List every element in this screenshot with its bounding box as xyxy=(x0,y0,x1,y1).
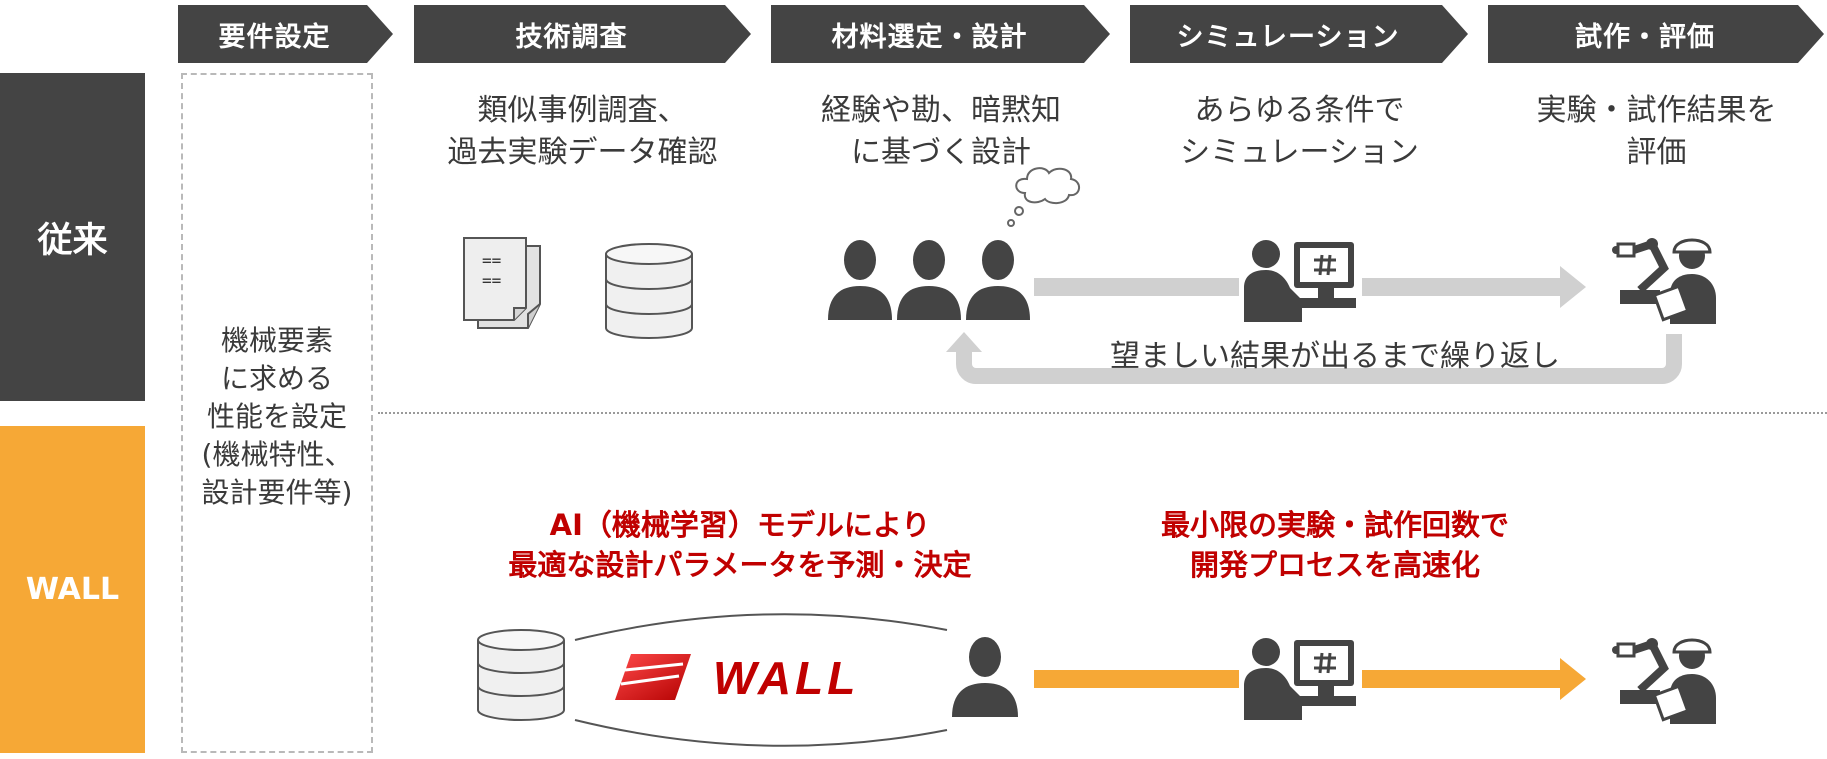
wall-logo: WALL xyxy=(615,652,859,704)
loop-label: 望ましい結果が出るまで繰り返し xyxy=(1110,339,1560,374)
document-icon: == == xyxy=(463,237,541,329)
row-label-wall: WALL xyxy=(0,426,145,753)
ai-model-text: AI（機械学習）モデルにより 最適な設計パラメータを予測・決定 xyxy=(508,508,972,582)
arrow-orange xyxy=(1362,658,1586,700)
row-label-conventional: 従来 xyxy=(0,73,145,401)
stage-label: 試作・評価 xyxy=(1575,21,1715,53)
database-icon xyxy=(477,629,565,721)
requirements-text: 機械要素 に求める 性能を設定 (機械特性、 設計要件等) xyxy=(201,324,353,509)
arrow-gray xyxy=(1034,278,1239,296)
stage-simulation: シミュレーション xyxy=(1130,5,1468,63)
stage-requirements: 要件設定 xyxy=(178,5,393,63)
row-divider xyxy=(378,412,1827,414)
person-icon xyxy=(966,240,1030,320)
material-design-desc: 経験や勘、暗黙知 に基づく設計 xyxy=(821,93,1061,170)
robot-worker-icon xyxy=(1612,638,1716,724)
row-label-text: 従来 xyxy=(37,220,108,261)
person-icon xyxy=(952,637,1018,717)
stage-label: シミュレーション xyxy=(1176,21,1400,53)
stage-label: 要件設定 xyxy=(218,21,331,53)
doc-mark: == xyxy=(482,271,501,290)
robot-worker-icon xyxy=(1612,238,1716,324)
loop-arrow xyxy=(946,332,1682,384)
stage-tech-research: 技術調査 xyxy=(414,5,751,63)
computer-operator-icon xyxy=(1244,638,1356,720)
person-icon xyxy=(828,240,892,320)
database-icon xyxy=(605,243,693,339)
person-icon xyxy=(897,240,961,320)
prototype-desc: 実験・試作結果を 評価 xyxy=(1536,93,1777,170)
simulation-desc: あらゆる条件で シミュレーション xyxy=(1180,93,1419,170)
speedup-text: 最小限の実験・試作回数で 開発プロセスを高速化 xyxy=(1160,508,1509,582)
row-label-text: WALL xyxy=(25,572,120,607)
wall-logo-text: WALL xyxy=(713,652,859,704)
tech-research-desc: 類似事例調査、 過去実験データ確認 xyxy=(447,93,718,170)
arrow-orange xyxy=(1034,670,1239,688)
requirements-box xyxy=(181,73,373,753)
doc-mark: == xyxy=(482,251,501,270)
logo-lens xyxy=(574,613,948,747)
stage-prototype: 試作・評価 xyxy=(1488,5,1824,63)
stage-label: 材料選定・設計 xyxy=(831,21,1028,53)
thought-bubble-icon xyxy=(1007,167,1080,227)
arrow-gray xyxy=(1362,266,1586,308)
computer-operator-icon xyxy=(1244,240,1356,322)
stage-material-design: 材料選定・設計 xyxy=(771,5,1110,63)
stage-label: 技術調査 xyxy=(515,21,628,53)
